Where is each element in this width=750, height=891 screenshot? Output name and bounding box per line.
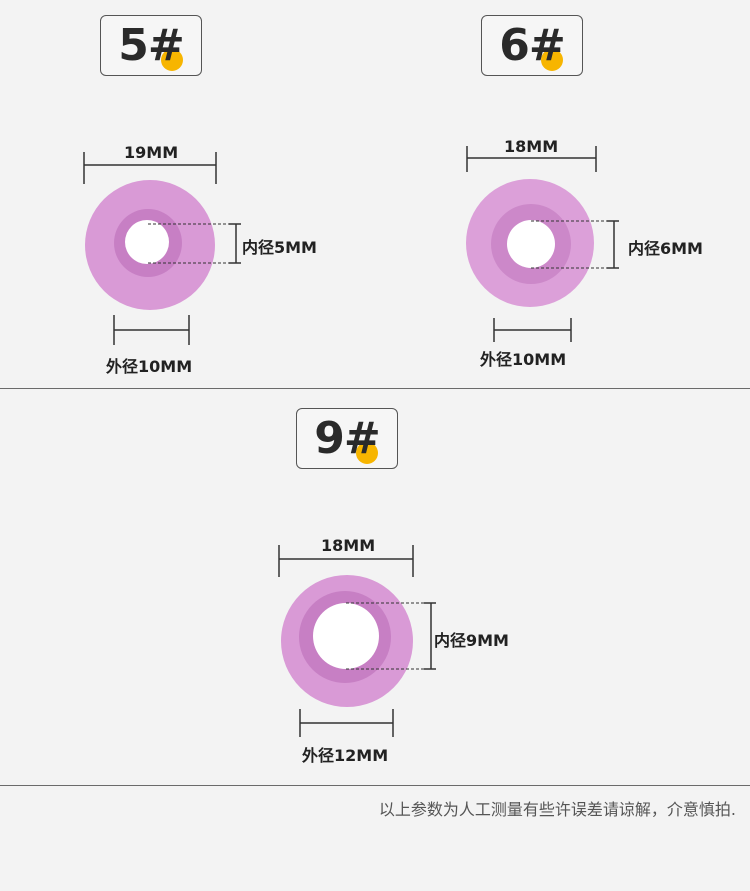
washer-6-outer-label: 外径10MM — [480, 350, 567, 369]
badge-dot-icon — [541, 49, 563, 71]
washer-9-inner-label: 内径9MM — [434, 631, 509, 650]
footer-note: 以上参数为人工测量有些许误差请谅解，介意慎拍. — [378, 800, 736, 819]
badge-label: 6# — [499, 20, 565, 71]
washer-5-graphic — [83, 152, 241, 345]
section-divider — [0, 388, 750, 389]
washer-6-width-label: 18MM — [504, 137, 559, 156]
washer-9-graphic — [278, 545, 436, 737]
washer-6-graphic — [466, 146, 619, 342]
size-badge-6: 6# — [481, 15, 583, 76]
badge-label: 9# — [314, 413, 380, 464]
washer-5-width-label: 19MM — [124, 143, 179, 162]
washer-9-outer-label: 外径12MM — [302, 746, 389, 765]
size-badge-5: 5# — [100, 15, 202, 76]
section-divider — [0, 785, 750, 786]
badge-dot-icon — [356, 442, 378, 464]
washer-5-inner-label: 内径5MM — [242, 238, 317, 257]
washer-6-inner-label: 内径6MM — [628, 239, 703, 258]
badge-dot-icon — [161, 49, 183, 71]
washer-5-outer-label: 外径10MM — [106, 357, 193, 376]
size-badge-9: 9# — [296, 408, 398, 469]
badge-label: 5# — [118, 20, 184, 71]
washer-9-width-label: 18MM — [321, 536, 376, 555]
